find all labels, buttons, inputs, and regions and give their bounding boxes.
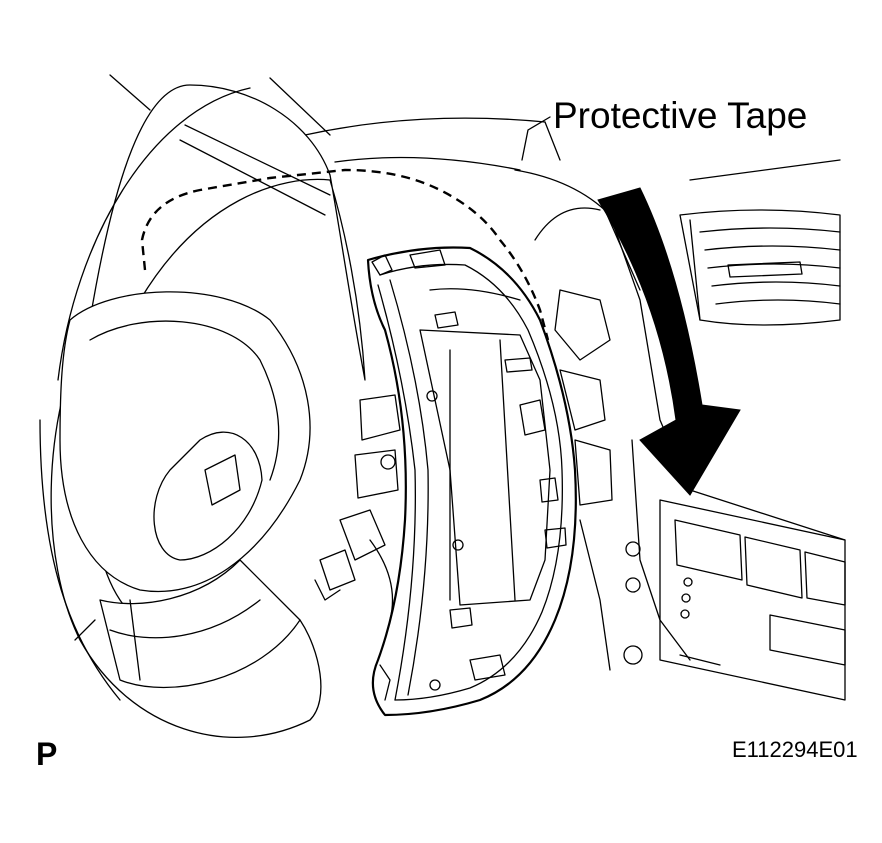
instrument-cluster (366, 246, 577, 717)
protective-tape-outline (140, 168, 550, 341)
dashboard-outline (109, 74, 846, 661)
steering-wheel (39, 84, 366, 738)
protective-tape-leader-line (521, 116, 551, 161)
protective-tape-label: Protective Tape (553, 95, 808, 136)
air-vent (679, 209, 841, 326)
down-arrow-icon (597, 187, 741, 496)
view-letter: P (36, 736, 58, 772)
center-console (623, 499, 846, 701)
figure-code: E112294E01 (732, 737, 858, 762)
wiring-harness (314, 207, 613, 671)
